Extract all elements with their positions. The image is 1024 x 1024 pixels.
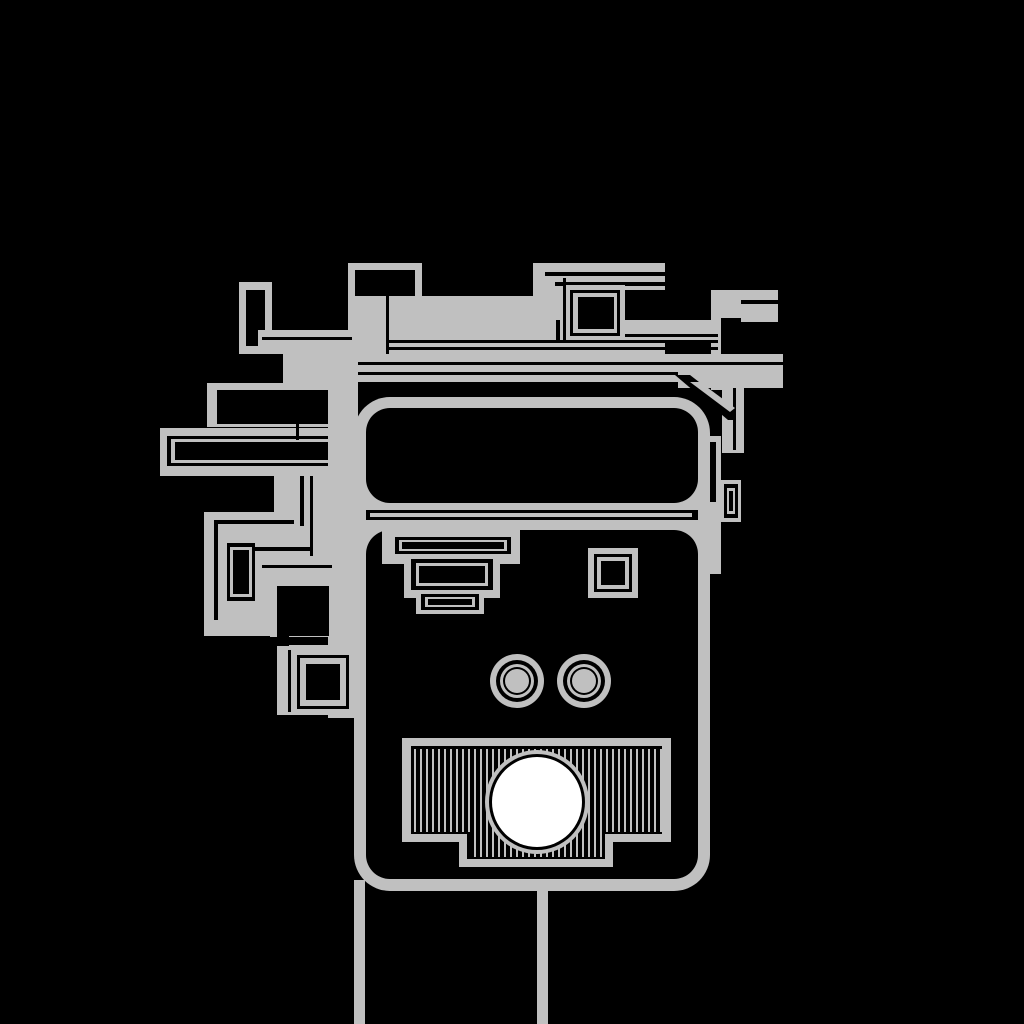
left-bottom-cut bbox=[277, 636, 289, 646]
head-divider-inner bbox=[370, 513, 692, 517]
left-mid-chip-slot bbox=[217, 390, 332, 424]
square-chip bbox=[588, 548, 638, 598]
top-right-connector-line bbox=[625, 334, 718, 337]
left-lower-cut2 bbox=[214, 520, 294, 524]
left-lower-cut4 bbox=[252, 547, 312, 551]
left-lower-step bbox=[262, 565, 332, 568]
top-bus-line5 bbox=[386, 296, 389, 354]
left-lower-cut6 bbox=[310, 476, 313, 556]
speaker-light bbox=[492, 757, 582, 847]
grille-bar bbox=[414, 749, 416, 832]
grille-bar bbox=[426, 749, 428, 832]
diagonal-trace-2 bbox=[690, 382, 735, 412]
head-right-tab-hole bbox=[710, 442, 716, 502]
top-bus-main-slot bbox=[355, 270, 415, 296]
left-bus-link bbox=[296, 420, 299, 440]
capacitor-left-cap bbox=[505, 669, 529, 693]
square-chip-core bbox=[601, 561, 625, 585]
grille-bar bbox=[660, 749, 662, 832]
right-branch-small-slot bbox=[729, 491, 733, 511]
neck-left bbox=[354, 880, 365, 1024]
capacitor-right-cap bbox=[572, 669, 596, 693]
left-top-connector bbox=[258, 330, 352, 354]
capacitor-left bbox=[490, 654, 544, 708]
top-bus-right-cut3 bbox=[622, 290, 665, 320]
head-right-tab bbox=[705, 436, 721, 574]
stepped-chip-slot-2-core bbox=[419, 566, 485, 583]
grille-bar bbox=[456, 749, 458, 832]
grille-bar bbox=[462, 749, 464, 832]
long-bus-line2 bbox=[358, 372, 678, 375]
long-bus-gap bbox=[358, 382, 678, 388]
neck bbox=[354, 880, 548, 1024]
mouth-grille bbox=[402, 738, 671, 867]
grille-bar bbox=[630, 749, 632, 832]
grille-bar bbox=[468, 749, 470, 832]
top-bus-line4 bbox=[563, 278, 566, 340]
grille-bar bbox=[480, 749, 482, 857]
grille-bar bbox=[594, 749, 596, 857]
grille-bar bbox=[654, 749, 656, 832]
twin-capacitors bbox=[490, 654, 611, 708]
grille-bar bbox=[420, 749, 422, 832]
right-branch-top-cut bbox=[720, 300, 778, 304]
left-lower-cut1 bbox=[204, 476, 274, 512]
top-bus-right-cut2 bbox=[555, 282, 665, 286]
left-long-chip-core bbox=[175, 442, 331, 460]
grille-bar bbox=[444, 749, 446, 832]
diagonal-trace bbox=[675, 375, 735, 420]
grille-bar bbox=[612, 749, 614, 832]
top-bus-line3 bbox=[556, 320, 560, 343]
grille-bar bbox=[624, 749, 626, 832]
stepped-chip-slot-3-core bbox=[428, 599, 472, 605]
left-lower-square bbox=[277, 586, 329, 636]
stepped-chip bbox=[382, 530, 520, 614]
left-bottom-ring bbox=[288, 650, 291, 712]
grille-bar bbox=[636, 749, 638, 832]
grille-bar bbox=[618, 749, 620, 832]
left-lower-chip-core bbox=[233, 550, 249, 594]
right-branch-vertical-slot bbox=[721, 318, 741, 358]
grille-bar bbox=[648, 749, 650, 832]
grille-bar bbox=[606, 749, 608, 832]
top-right-chip-core bbox=[578, 297, 614, 329]
top-bus-right-cut bbox=[545, 272, 665, 276]
grille-bar bbox=[642, 749, 644, 832]
left-bottom-chip-core bbox=[306, 664, 340, 700]
capacitor-right bbox=[557, 654, 611, 708]
left-top-connector-line bbox=[262, 337, 352, 340]
grille-bar bbox=[600, 749, 602, 857]
grille-bar bbox=[450, 749, 452, 832]
left-lower-cut3 bbox=[214, 520, 218, 620]
neck-center bbox=[537, 880, 548, 1024]
head-upper-window bbox=[366, 408, 698, 503]
top-bus-line1 bbox=[388, 340, 718, 343]
grille-bar bbox=[588, 749, 590, 857]
left-lower-cut5 bbox=[300, 476, 304, 526]
grille-bar bbox=[432, 749, 434, 832]
stepped-chip-slot-1-core bbox=[402, 542, 504, 549]
top-bus-line2 bbox=[388, 347, 718, 350]
grille-bar bbox=[438, 749, 440, 832]
long-bus-line1 bbox=[358, 362, 783, 365]
circuit-hair bbox=[160, 263, 783, 718]
grille-bar bbox=[474, 749, 476, 857]
